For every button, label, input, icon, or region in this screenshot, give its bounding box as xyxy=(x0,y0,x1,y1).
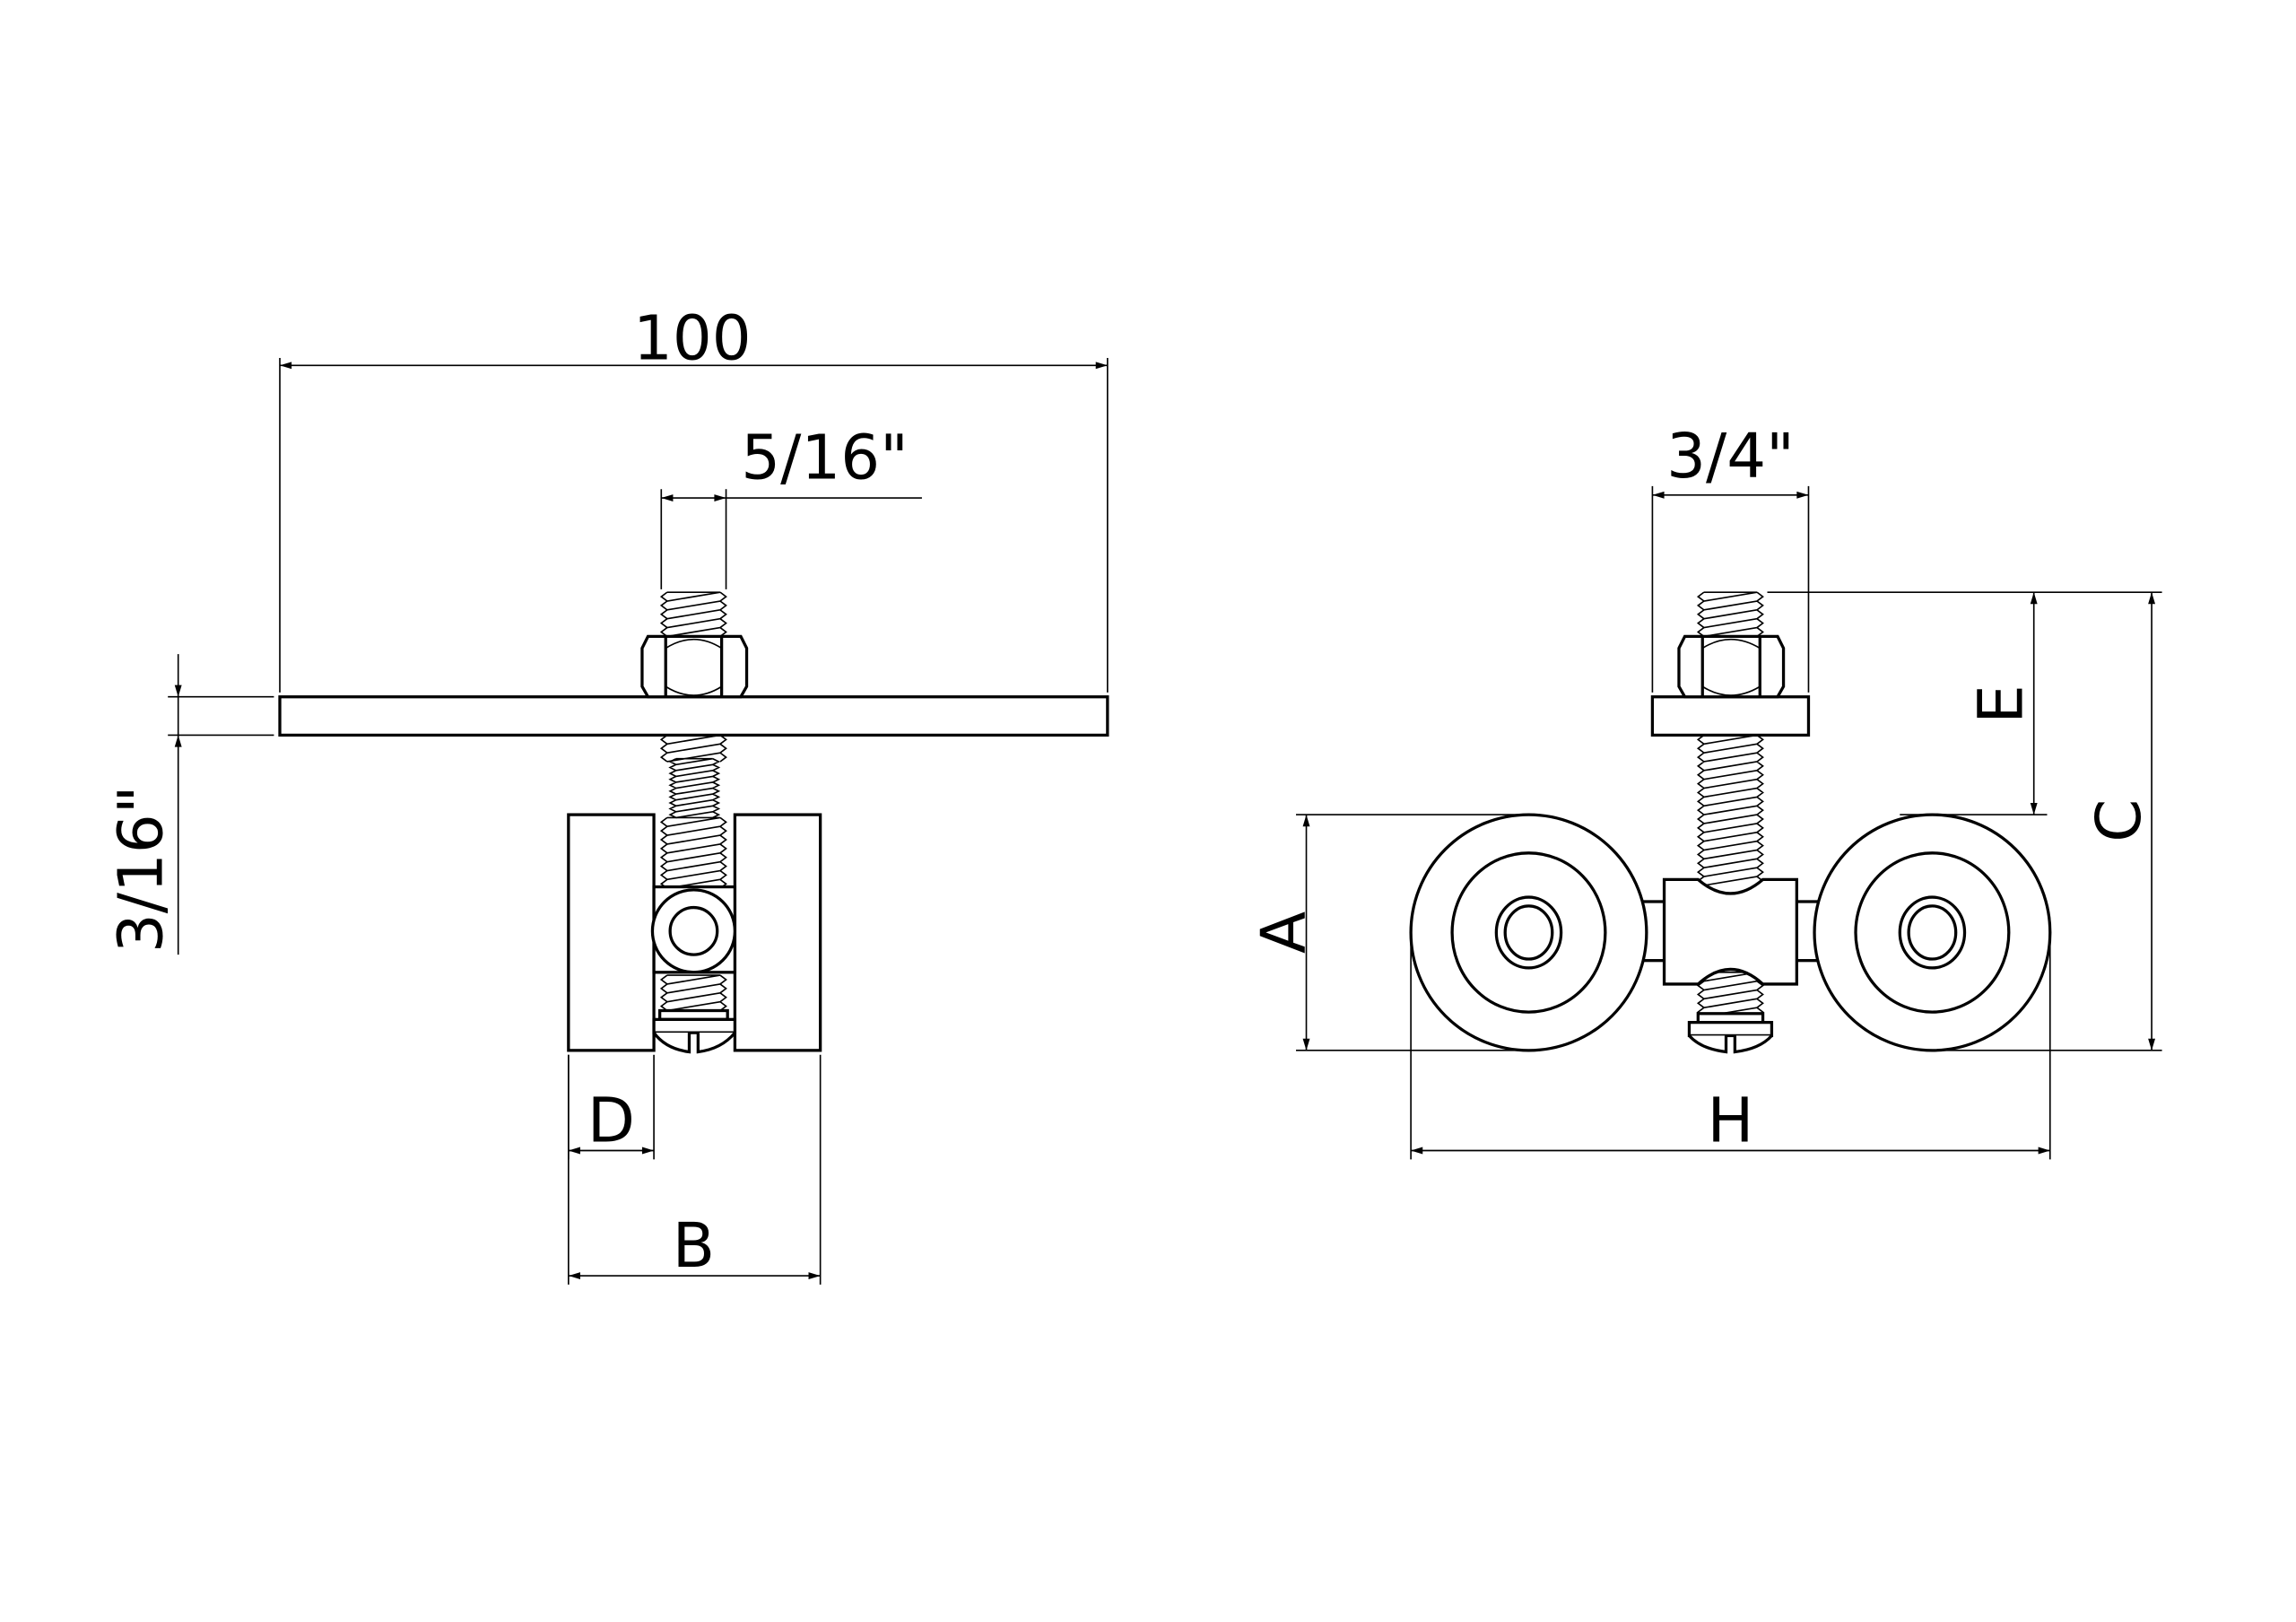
thread-segment xyxy=(1696,734,1764,886)
wheel-left xyxy=(1409,813,1648,1052)
thread-segment xyxy=(668,757,721,819)
bushing-inner xyxy=(668,905,719,956)
washer xyxy=(1650,695,1811,737)
axle-block xyxy=(1662,877,1798,986)
mounting-plate xyxy=(278,695,1109,737)
dimension-label-d: D xyxy=(587,1086,635,1157)
thread-segment xyxy=(659,734,727,763)
dimension-3-16: 3/16" xyxy=(106,654,274,955)
dimension-3-4: 3/4" xyxy=(1651,421,1810,693)
dimension-label-bolt-diameter: 5/16" xyxy=(741,423,909,494)
dimension-label-100: 100 xyxy=(633,303,752,375)
screw-head xyxy=(1687,1012,1774,1054)
dimension-d: D xyxy=(568,1054,655,1160)
thread-segment xyxy=(659,591,727,638)
dimension-label-h: H xyxy=(1708,1086,1754,1157)
thread-segment xyxy=(659,816,727,890)
dimension-a: A xyxy=(1248,814,1532,1051)
front-view: 3/4" E C A H xyxy=(1248,421,2162,1160)
side-view: 100 5/16" 3/16" D B xyxy=(106,303,1109,1285)
hex-nut xyxy=(640,634,749,699)
wheel-left-side xyxy=(567,813,656,1052)
bolt-threads xyxy=(659,591,727,1012)
dimension-label-a: A xyxy=(1248,911,1320,954)
dimension-5-16: 5/16" xyxy=(660,423,922,589)
screw-head xyxy=(652,1008,737,1054)
dimension-b: B xyxy=(568,1054,822,1285)
thread-segment xyxy=(1696,971,1764,1017)
dimension-label-washer-width: 3/4" xyxy=(1666,421,1795,493)
dimension-h: H xyxy=(1410,937,2051,1160)
dimension-label-e: E xyxy=(1966,685,2038,724)
dimension-e: E xyxy=(1767,591,2162,815)
wheel-right-side xyxy=(733,813,822,1052)
dimension-label-plate-thickness: 3/16" xyxy=(106,786,178,954)
dimension-label-b: B xyxy=(673,1210,715,1282)
dimension-c: C xyxy=(1929,592,2162,1051)
wheel-right xyxy=(1813,813,2052,1052)
hex-nut xyxy=(1677,634,1786,699)
thread-segment xyxy=(1696,591,1764,638)
thread-segment xyxy=(659,974,727,1012)
dimension-label-c: C xyxy=(2083,799,2155,842)
dimension-100: 100 xyxy=(279,303,1109,693)
